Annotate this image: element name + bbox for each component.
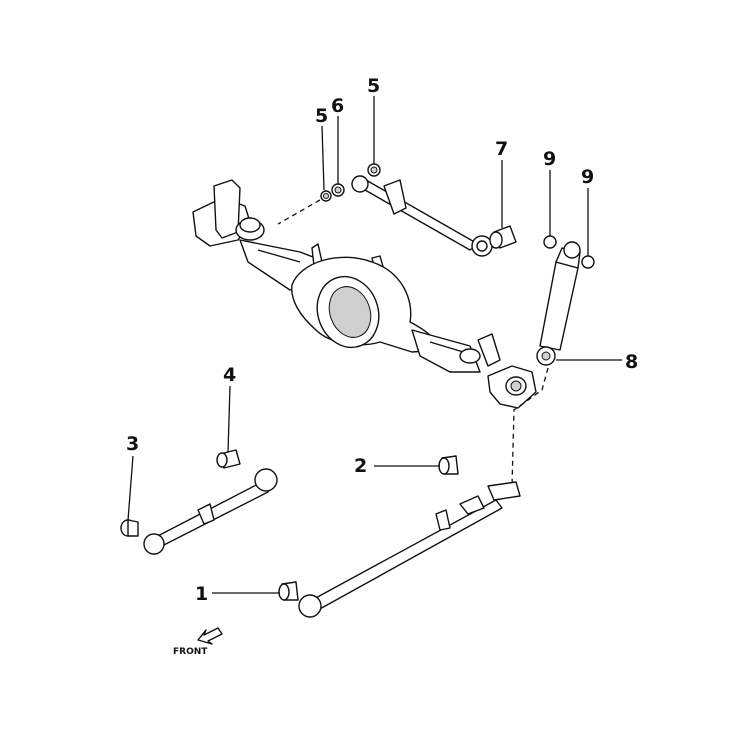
bushing-2	[438, 455, 459, 475]
callout-8: 8	[625, 351, 638, 373]
bushing-9-right	[581, 255, 595, 269]
bushing-9-left	[543, 235, 557, 249]
bushing-4	[216, 449, 241, 469]
shock-dash	[511, 367, 549, 487]
callout-4: 4	[223, 364, 236, 386]
shock-absorber	[536, 241, 581, 366]
callout-7: 7	[495, 138, 508, 160]
upper-lateral-link	[351, 175, 517, 257]
bushing-6	[331, 183, 345, 197]
bushing-5-lower	[320, 190, 332, 202]
lower-link-left	[143, 468, 278, 555]
lateral-rod	[298, 481, 521, 618]
bushing-1	[278, 581, 299, 601]
callout-9-right: 9	[581, 166, 594, 188]
leader-lines	[127, 96, 622, 594]
bushing-3	[120, 519, 139, 537]
callout-5-left: 5	[315, 105, 328, 127]
callout-3: 3	[126, 433, 139, 455]
callout-6: 6	[331, 95, 344, 117]
callout-5-right: 5	[367, 75, 380, 97]
front-arrow-icon	[197, 627, 223, 645]
callout-9-left: 9	[543, 148, 556, 170]
callout-2: 2	[354, 455, 367, 477]
rear-axle-housing	[192, 179, 537, 409]
bushing-5-upper	[367, 163, 381, 177]
upper-link-dash	[277, 199, 321, 225]
front-label: FRONT	[173, 647, 208, 657]
callout-1: 1	[195, 583, 208, 605]
